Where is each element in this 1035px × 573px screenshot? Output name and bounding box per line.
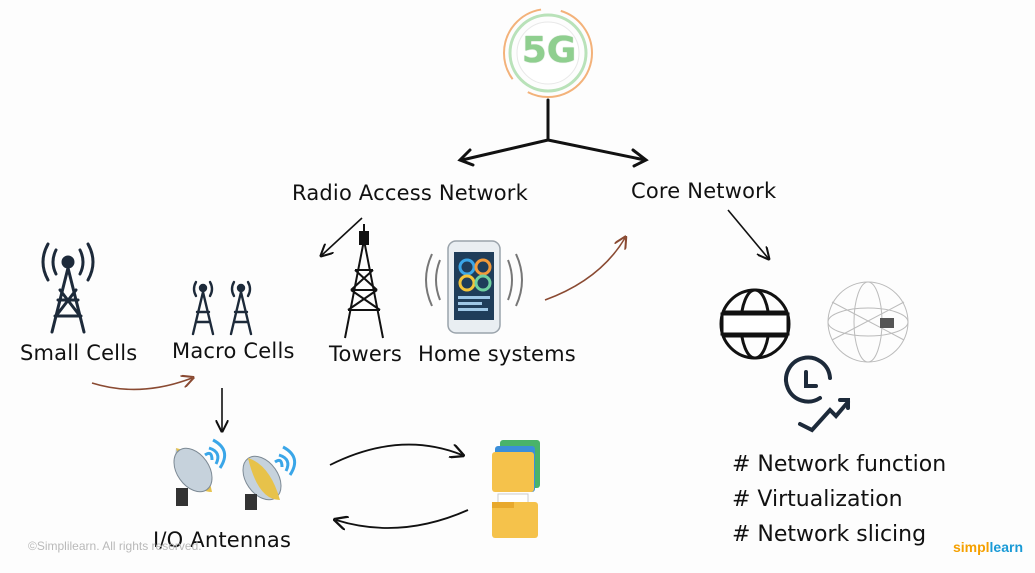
core-to-services-arrow: [727, 209, 768, 258]
antennas-to-folders-arrow: [329, 443, 462, 466]
clock-trend-icon: [784, 355, 850, 433]
ran-label: Radio Access Network: [292, 181, 528, 205]
brand-logo-part-b: learn: [989, 539, 1023, 555]
io-antennas-label: I/O Antennas: [153, 528, 292, 552]
brand-logo-part-a: simpl: [952, 539, 990, 555]
split-arrow: [457, 98, 649, 168]
network-sphere-icon: [827, 281, 909, 363]
core-feature-item: # Network slicing: [732, 522, 927, 547]
macro-cell-icon: [191, 280, 253, 336]
smartphone-icon: [425, 240, 523, 334]
ran-to-towers-arrow: [322, 217, 363, 255]
core-network-label: Core Network: [631, 179, 777, 203]
folders-to-antennas-arrow: [336, 509, 469, 528]
small-cells-label: Small Cells: [20, 341, 138, 365]
signal-tower-icon: [41, 242, 95, 334]
core-feature-item: # Network function: [732, 452, 947, 477]
home-to-core-arrow: [544, 238, 625, 301]
core-feature-list: # Network function # Virtualization # Ne…: [732, 452, 946, 557]
satellite-dish-icon: [173, 438, 297, 510]
core-feature-item: # Virtualization: [732, 487, 903, 512]
cell-tower-icon: [344, 224, 384, 339]
brand-logo: simpllearn: [953, 539, 1023, 555]
5g-badge-icon: [503, 8, 593, 98]
5g-badge-text: 5G: [521, 30, 577, 71]
copyright-text: ©Simplilearn. All rights reserved.: [28, 539, 202, 553]
folder-stack-icon: [492, 440, 540, 538]
small-to-macro-arrow: [91, 378, 192, 391]
home-systems-label: Home systems: [418, 342, 576, 366]
macro-cells-label: Macro Cells: [172, 339, 295, 363]
towers-label: Towers: [329, 342, 402, 366]
globe-www-icon: [719, 288, 791, 360]
